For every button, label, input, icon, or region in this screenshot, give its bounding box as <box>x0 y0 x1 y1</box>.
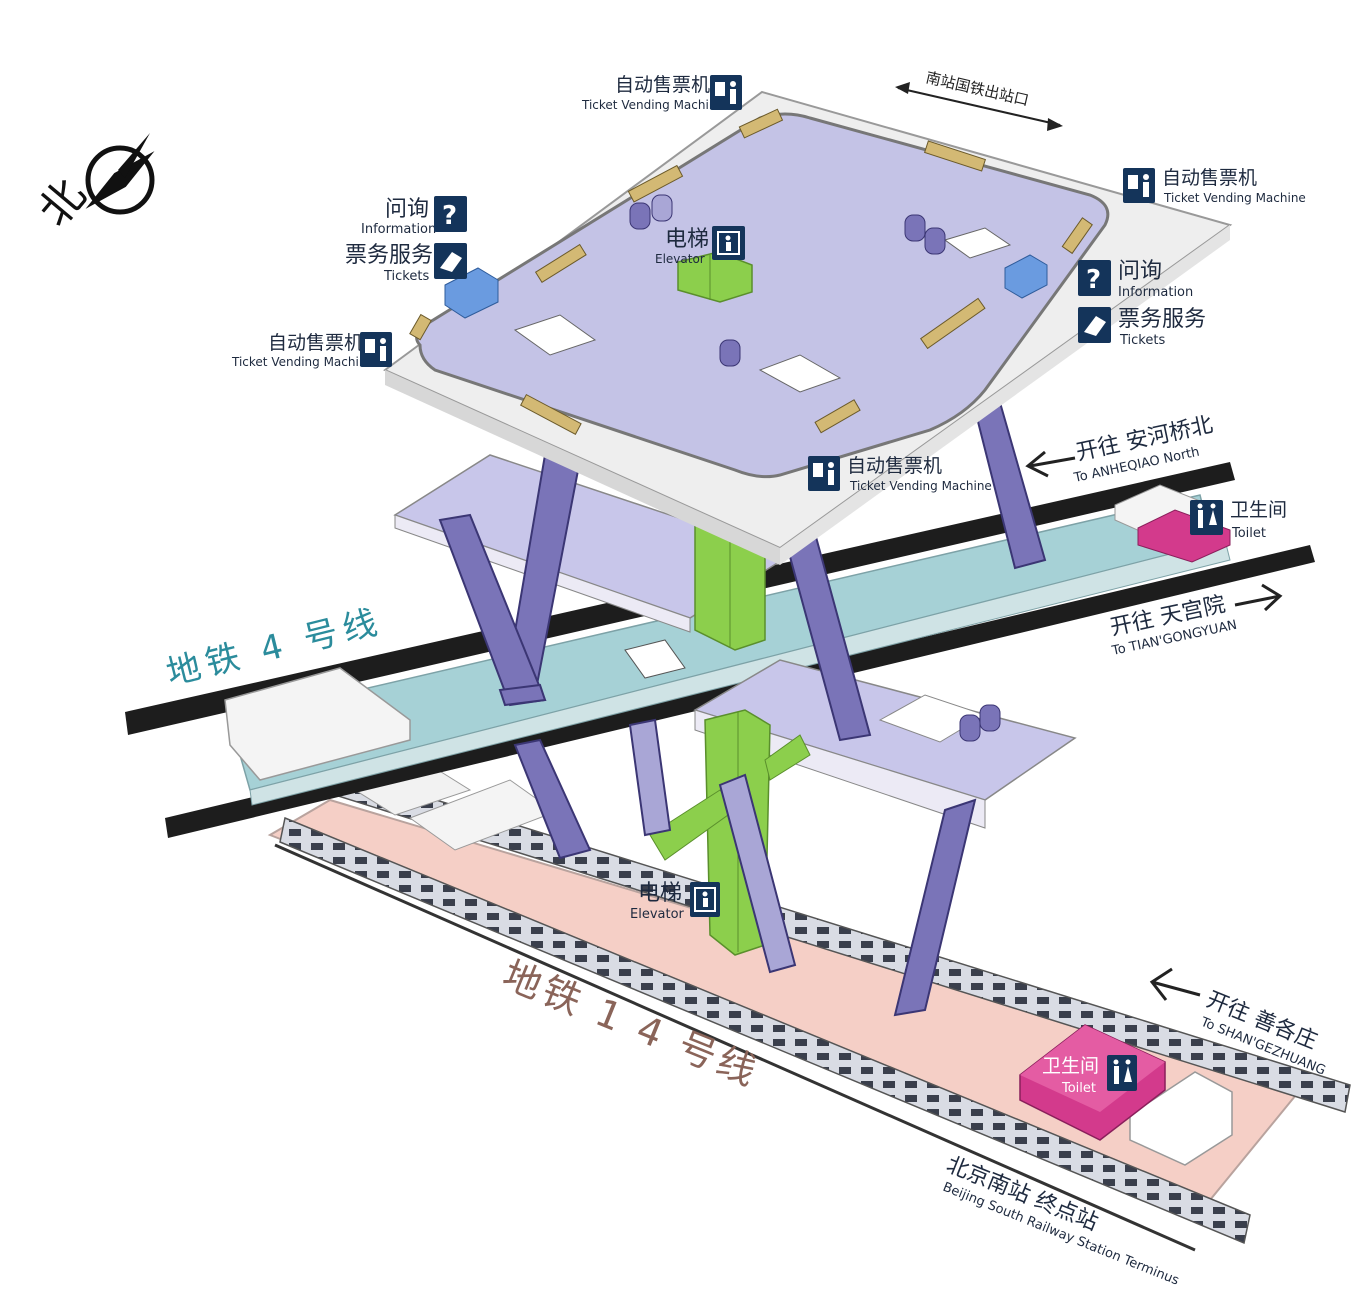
tvm-left-en: Ticket Vending Machine <box>231 355 374 369</box>
ticket-machine-icon <box>710 75 742 110</box>
tvm-top-en: Ticket Vending Machine <box>581 98 724 112</box>
sign-elevator-top: 电梯 Elevator <box>655 226 745 266</box>
compass-icon <box>85 133 155 215</box>
line14-toilet-sign: 卫生间 Toilet <box>1042 1055 1137 1096</box>
escalator-opening <box>758 354 842 393</box>
tickets-left-cn: 票务服务 <box>345 243 433 268</box>
info-left-en: Information <box>361 222 436 237</box>
tvm-right-en: Ticket Vending Machine <box>1163 191 1306 205</box>
fare-gates <box>409 108 1093 435</box>
line14-platform-area <box>267 764 1351 1252</box>
elevator-icon <box>712 226 745 260</box>
tickets-right-cn: 票务服务 <box>1118 307 1206 332</box>
compass: 北 <box>29 133 155 236</box>
elevator-icon <box>690 882 720 917</box>
info-right-en: Information <box>1118 285 1193 300</box>
line4-toilet-sign: 卫生间 Toilet <box>1190 499 1287 541</box>
info-left-cn: 问询 <box>385 197 429 222</box>
arrow-left-icon <box>1025 450 1076 478</box>
ticket-machine-icon <box>808 456 840 491</box>
toilet-icon <box>1190 500 1223 535</box>
sign-tickets-left: 票务服务 Tickets <box>345 243 467 284</box>
arrow-left-icon <box>1149 967 1201 1001</box>
ticket-service-icon <box>1078 307 1111 343</box>
elevator-top-en: Elevator <box>655 252 705 266</box>
line4-toilet-en: Toilet <box>1231 526 1266 541</box>
question-icon: ? <box>1078 260 1111 296</box>
ticket-machine-icon <box>360 332 392 367</box>
tickets-right-en: Tickets <box>1119 333 1165 348</box>
svg-text:?: ? <box>1086 265 1101 295</box>
line14-elevator-cn: 电梯 <box>638 881 682 906</box>
tvm-left-cn: 自动售票机 <box>268 332 363 354</box>
line14-elevator-sign: 电梯 Elevator <box>630 881 720 922</box>
sign-tvm-bottom: 自动售票机 Ticket Vending Machine <box>808 455 992 493</box>
ticket-machine-icon <box>1123 168 1155 203</box>
info-right-cn: 问询 <box>1118 259 1162 284</box>
sign-tvm-top: 自动售票机 Ticket Vending Machine <box>581 74 742 112</box>
sign-tvm-right: 自动售票机 Ticket Vending Machine <box>1123 167 1306 205</box>
arrow-right-icon <box>1234 583 1283 612</box>
line4-toilet-cn: 卫生间 <box>1230 499 1287 521</box>
tvm-bottom-cn: 自动售票机 <box>847 455 942 477</box>
exit-label: 南站国铁出站口 <box>924 68 1030 109</box>
exit-indicator: 南站国铁出站口 <box>895 68 1063 131</box>
sign-tickets-right: 票务服务 Tickets <box>1078 307 1206 348</box>
tickets-left-en: Tickets <box>383 269 429 284</box>
service-booth-right <box>1004 254 1048 299</box>
line14-elevator-en: Elevator <box>630 907 685 922</box>
service-booth-left <box>444 267 499 319</box>
toilet-icon <box>1107 1055 1137 1091</box>
sign-tvm-left: 自动售票机 Ticket Vending Machine <box>231 332 392 369</box>
line14-toilet-en: Toilet <box>1061 1081 1096 1096</box>
line14-train-south <box>279 816 1251 1245</box>
question-icon: ? <box>434 196 467 232</box>
tvm-right-cn: 自动售票机 <box>1162 167 1257 189</box>
tvm-top-cn: 自动售票机 <box>615 74 710 96</box>
sign-info-right: ? 问询 Information <box>1078 259 1193 300</box>
tvm-bottom-en: Ticket Vending Machine <box>849 479 992 493</box>
ticket-service-icon <box>434 243 467 279</box>
escalator-opening <box>943 227 1012 259</box>
escalator-opening <box>513 314 597 356</box>
svg-text:?: ? <box>442 201 457 231</box>
concourse-level <box>383 90 1233 742</box>
sign-info-left: 问询 Information ? <box>361 196 467 237</box>
line14-toilet-cn: 卫生间 <box>1042 1055 1099 1077</box>
elevator-top-cn: 电梯 <box>665 227 709 252</box>
